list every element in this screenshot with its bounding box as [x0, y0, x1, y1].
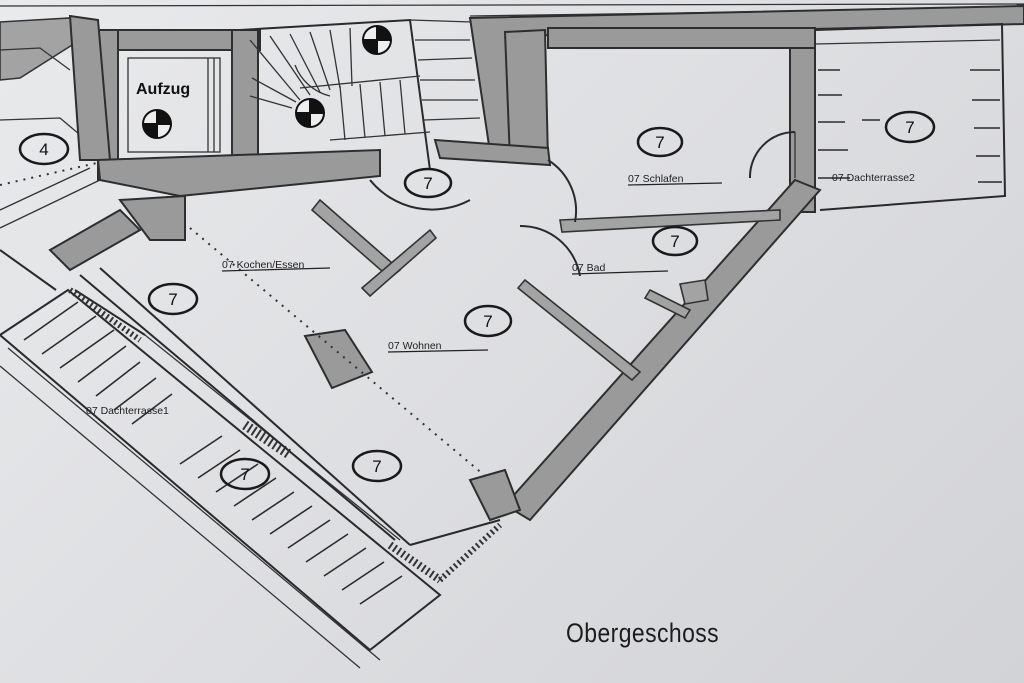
svg-text:7: 7 [483, 312, 492, 331]
svg-text:07 Dachterrasse2: 07 Dachterrasse2 [832, 172, 915, 184]
svg-text:07 Kochen/Essen: 07 Kochen/Essen [222, 259, 304, 271]
room-label-kochen-essen: 07 Kochen/Essen [221, 259, 331, 272]
marker-schlafen: 7 [636, 126, 684, 158]
elevator-label: Aufzug [136, 81, 190, 98]
marker-wohnen: 7 [463, 304, 513, 338]
marker-dachterrasse2: 7 [884, 110, 936, 144]
marker-neighbor: 4 [18, 132, 70, 166]
room-label-schlafen: 07 Schlafen [627, 173, 723, 186]
interior-walls [310, 198, 781, 382]
svg-text:7: 7 [372, 457, 381, 476]
neighbor-structure [0, 17, 111, 291]
marker-dachterrasse1: 7 [219, 457, 271, 491]
svg-text:4: 4 [39, 140, 48, 159]
marker-hall: 7 [403, 167, 453, 199]
room-label-wohnen: 07 Wohnen [387, 340, 489, 353]
svg-text:07 Bad: 07 Bad [572, 262, 605, 274]
outer-walls [48, 4, 1024, 522]
svg-text:7: 7 [670, 232, 679, 251]
terrace-1 [0, 287, 503, 669]
svg-text:7: 7 [655, 133, 664, 152]
svg-text:07 Dachterrasse1: 07 Dachterrasse1 [86, 405, 169, 417]
room-label-dachterrasse2: 07 Dachterrasse2 [832, 172, 915, 184]
svg-text:7: 7 [423, 174, 432, 193]
doors [369, 131, 796, 277]
staircase [239, 18, 481, 171]
terrace-2 [814, 22, 1007, 211]
svg-text:07 Schlafen: 07 Schlafen [628, 173, 684, 185]
svg-text:7: 7 [168, 290, 177, 309]
svg-text:7: 7 [240, 465, 249, 484]
marker-kochen-essen: 7 [147, 282, 199, 316]
room-label-bad: 07 Bad [571, 262, 669, 275]
room-label-dachterrasse1: 07 Dachterrasse1 [86, 405, 169, 417]
svg-text:7: 7 [905, 118, 914, 137]
floor-title: Obergeschoss [566, 618, 720, 648]
marker-living-lower: 7 [351, 449, 403, 483]
marker-bad: 7 [651, 225, 699, 257]
svg-text:07 Wohnen: 07 Wohnen [388, 340, 442, 352]
